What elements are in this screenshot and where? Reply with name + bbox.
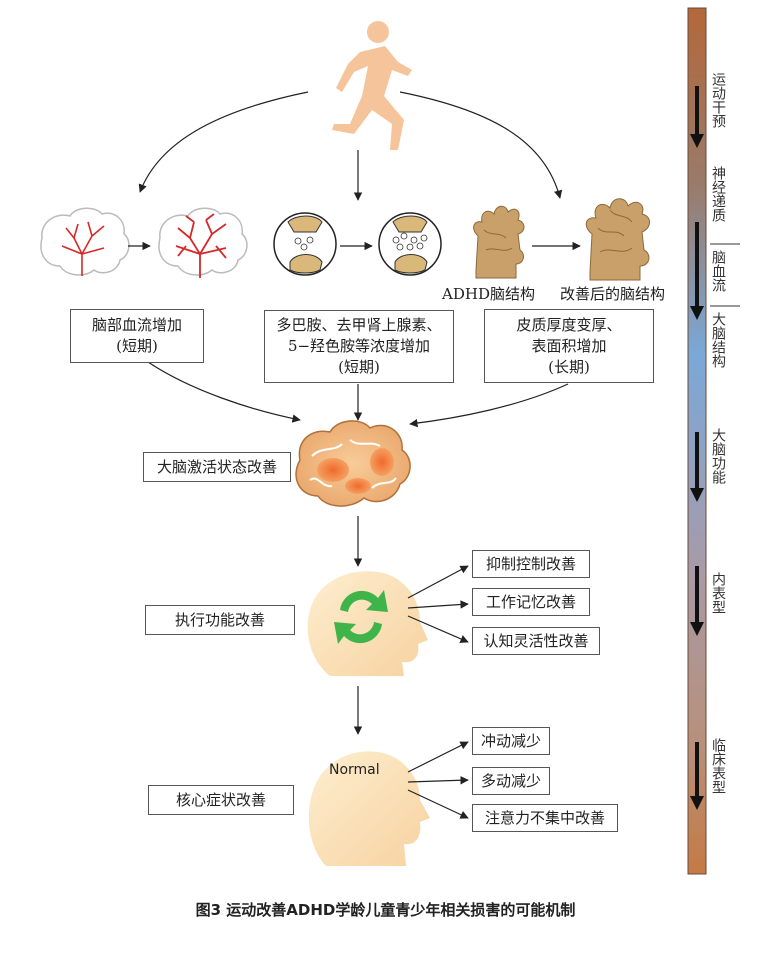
- neurotransmitter-line2: 5−羟色胺等浓度增加: [287, 337, 431, 355]
- sidebar-label-clinical: 临床表型: [709, 738, 733, 794]
- sidebar-label-neurotransmitter: 神经递质: [709, 166, 733, 222]
- refresh-cycle-icon: [334, 590, 388, 644]
- bloodflow-line2: (短期): [116, 337, 158, 355]
- core-symptom-box: 核心症状改善: [148, 785, 294, 815]
- adhd-structure-label: ADHD脑结构: [442, 285, 535, 303]
- brain-structure-icon-adhd: [473, 205, 525, 279]
- bloodflow-line1: 脑部血流增加: [91, 316, 182, 334]
- core-item-hyperactivity: 多动减少: [472, 767, 550, 795]
- core-item-inattention: 注意力不集中改善: [472, 804, 618, 832]
- neurotransmitter-line3: (短期): [338, 358, 380, 376]
- sidebar-text: 大脑结构: [710, 312, 726, 368]
- sidebar-label-structure: 大脑结构: [709, 312, 733, 368]
- structure-box: 皮质厚度变厚、 表面积增加 (长期): [484, 309, 654, 383]
- convergence-arrows: [147, 361, 569, 428]
- brain-structure-icon-improved: [585, 198, 650, 281]
- sidebar-dividers: [710, 243, 740, 307]
- synapse-icon-after: [378, 212, 442, 276]
- sidebar-label-exercise: 运动干预: [709, 72, 733, 128]
- brain-bloodflow-icon-after: [158, 207, 248, 278]
- structure-line1: 皮质厚度变厚、: [516, 315, 622, 334]
- executive-head-icon: [307, 571, 428, 676]
- level-down-arrows: [690, 86, 704, 810]
- executive-item-flexibility: 认知灵活性改善: [472, 627, 600, 655]
- bloodflow-box: 脑部血流增加 (短期): [70, 309, 204, 363]
- neurotransmitter-box: 多巴胺、去甲肾上腺素、 5−羟色胺等浓度增加 (短期): [264, 310, 454, 383]
- sidebar-text: 神经递质: [710, 166, 726, 222]
- normal-label: Normal: [329, 762, 380, 778]
- normal-head-icon: [308, 751, 430, 866]
- structure-line2: 表面积增加: [531, 336, 607, 355]
- sidebar-label-endophenotype: 内表型: [709, 572, 733, 614]
- neurotransmitter-line1: 多巴胺、去甲肾上腺素、: [276, 316, 442, 334]
- executive-item-inhibition: 抑制控制改善: [472, 550, 590, 578]
- sidebar-label-bloodflow: 脑血流: [709, 250, 733, 292]
- executive-item-arrows: [407, 565, 469, 643]
- sidebar-text: 脑血流: [710, 250, 726, 292]
- sidebar-text: 大脑功能: [710, 428, 726, 484]
- sidebar-text: 内表型: [710, 572, 726, 614]
- executive-function-box: 执行功能改善: [145, 605, 295, 635]
- improved-structure-label: 改善后的脑结构: [560, 285, 666, 303]
- runner-icon: [332, 21, 412, 150]
- brain-bloodflow-icon-before: [40, 207, 130, 276]
- sidebar-label-function: 大脑功能: [709, 428, 733, 484]
- brain-activation-box: 大脑激活状态改善: [143, 452, 291, 482]
- sidebar-text: 运动干预: [710, 72, 726, 128]
- sidebar-text: 临床表型: [710, 738, 726, 794]
- executive-item-working-memory: 工作记忆改善: [472, 588, 590, 616]
- figure-caption: 图3 运动改善ADHD学龄儿童青少年相关损害的可能机制: [195, 901, 576, 919]
- structure-line3: (长期): [548, 357, 590, 376]
- activated-brain-icon: [295, 420, 411, 507]
- synapse-icon-before: [273, 212, 337, 276]
- runner-arrows: [138, 91, 563, 201]
- core-item-impulsivity: 冲动减少: [472, 727, 550, 755]
- core-item-arrows: [407, 741, 469, 819]
